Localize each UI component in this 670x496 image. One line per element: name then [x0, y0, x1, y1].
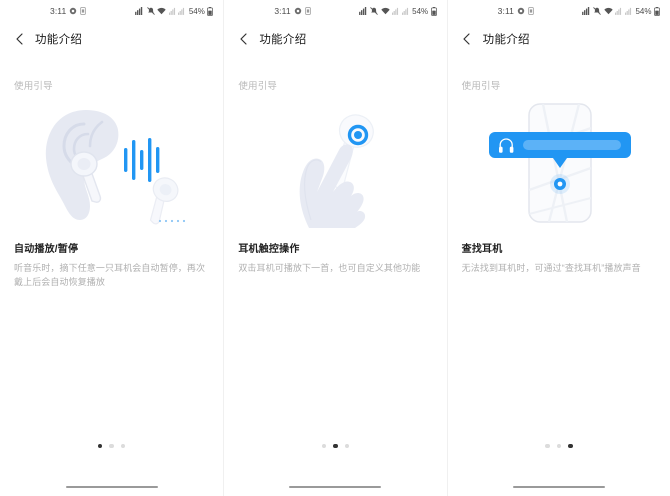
status-bar-right: 54%	[582, 6, 660, 16]
page-title: 功能介绍	[35, 34, 83, 46]
gesture-bar-area	[224, 478, 446, 496]
battery-icon	[654, 6, 660, 16]
location-icon	[517, 7, 525, 15]
mute-bell-icon	[370, 7, 378, 15]
signal-weak-2-icon	[401, 7, 409, 15]
illustration-hand-tapping-earbud	[238, 98, 432, 230]
status-bar: 3:11	[448, 0, 670, 22]
signal-weak-1-icon	[392, 7, 399, 15]
battery-percent-label: 54%	[188, 6, 205, 16]
home-gesture-bar[interactable]	[512, 485, 605, 489]
signal-weak-2-icon	[178, 7, 185, 15]
feature-title: 耳机触控操作	[238, 244, 300, 255]
nav-bar: 功能介绍	[448, 22, 670, 56]
status-time: 3:11	[274, 6, 291, 16]
signal-bars-icon	[582, 7, 591, 15]
page-title: 功能介绍	[482, 34, 530, 46]
page-indicator-dots	[0, 443, 223, 448]
page-indicator-dots	[224, 443, 446, 448]
signal-bars-icon	[135, 7, 144, 15]
content-area-1: 使用引导	[0, 56, 223, 478]
status-time: 3:11	[497, 6, 514, 16]
page-dot-3[interactable]	[344, 443, 350, 448]
battery-percent-label: 54%	[412, 6, 429, 16]
home-gesture-bar[interactable]	[65, 485, 158, 489]
signal-bars-icon	[358, 7, 368, 15]
status-bar-right: 54%	[358, 6, 437, 16]
page-dot-1[interactable]	[321, 443, 327, 448]
location-icon	[294, 7, 302, 15]
status-bar-left: 3:11	[50, 6, 87, 16]
content-area-2: 使用引导 耳机触控操作 双击耳机可播放下一首，也可自定义其	[224, 56, 446, 478]
gesture-bar-area	[0, 478, 223, 496]
battery-icon	[430, 6, 437, 16]
section-label: 使用引导	[238, 81, 278, 92]
feature-description: 双击耳机可播放下一首，也可自定义其他功能	[238, 263, 421, 273]
illustration-phone-map-find-earbuds	[462, 98, 656, 230]
page-dot-2[interactable]	[333, 443, 338, 448]
signal-weak-1-icon	[168, 7, 176, 15]
page-title: 功能介绍	[259, 34, 307, 46]
battery-percent-label: 54%	[635, 6, 652, 16]
chevron-left-icon[interactable]	[12, 32, 26, 46]
page-indicator-dots	[448, 443, 670, 448]
feature-title: 自动播放/暂停	[14, 244, 79, 255]
gesture-bar-area	[448, 478, 670, 496]
page-dot-2[interactable]	[556, 443, 562, 448]
status-bar: 3:11	[224, 0, 446, 22]
signal-weak-1-icon	[615, 7, 622, 15]
status-time: 3:11	[50, 6, 67, 16]
feature-description: 听音乐时，摘下任意一只耳机会自动暂停，再次戴上后会自动恢复播放	[14, 263, 206, 287]
page-dot-1[interactable]	[97, 443, 103, 448]
signal-weak-2-icon	[624, 7, 632, 15]
sim-card-icon	[304, 7, 311, 15]
content-area-3: 使用引导	[448, 56, 670, 478]
screen-panel-1: 3:11	[0, 0, 224, 496]
feature-title: 查找耳机	[461, 244, 503, 255]
home-gesture-bar[interactable]	[289, 485, 382, 489]
sim-card-icon	[80, 7, 87, 15]
status-bar-left: 3:11	[274, 6, 311, 16]
wifi-icon	[380, 7, 390, 15]
screen-panel-2: 3:11	[223, 0, 447, 496]
page-dot-3[interactable]	[120, 443, 126, 448]
mute-bell-icon	[146, 7, 155, 15]
page-dot-1[interactable]	[545, 443, 550, 448]
sim-card-icon	[528, 7, 534, 15]
chevron-left-icon[interactable]	[236, 32, 250, 46]
illustration-ear-with-earbud-soundwaves	[14, 98, 209, 230]
nav-bar: 功能介绍	[224, 22, 446, 56]
page-dot-3[interactable]	[568, 443, 573, 448]
nav-bar: 功能介绍	[0, 22, 223, 56]
screen-panel-3: 3:11	[446, 0, 670, 496]
battery-icon	[207, 6, 214, 16]
wifi-icon	[604, 7, 613, 15]
status-bar-left: 3:11	[498, 6, 534, 16]
chevron-left-icon[interactable]	[460, 32, 474, 46]
location-icon	[69, 7, 77, 15]
mute-bell-icon	[593, 7, 602, 15]
page-dot-2[interactable]	[109, 443, 114, 448]
wifi-icon	[157, 7, 166, 15]
status-bar-right: 54%	[135, 6, 214, 16]
status-bar: 3:11	[0, 0, 223, 22]
feature-description: 无法找到耳机时，可通过“查找耳机”播放声音	[461, 263, 641, 273]
section-label: 使用引导	[14, 81, 53, 92]
section-label: 使用引导	[461, 81, 501, 92]
